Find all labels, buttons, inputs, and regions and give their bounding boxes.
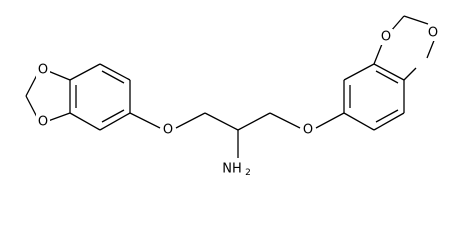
double-bond-inner: [101, 109, 125, 123]
bond: [343, 63, 375, 81]
bond: [403, 67, 417, 81]
bond: [373, 43, 383, 65]
bond: [343, 112, 375, 131]
oxygen-label: O: [303, 123, 313, 138]
bond: [129, 112, 161, 129]
bond: [426, 37, 436, 59]
oxygen-label: O: [428, 26, 438, 41]
bond: [373, 63, 405, 81]
oxygen-label: O: [38, 63, 48, 78]
bond: [47, 70, 71, 81]
oxygen-label: O: [38, 115, 48, 130]
bond: [99, 112, 131, 131]
double-bond-inner: [101, 70, 125, 84]
bond: [390, 15, 405, 32]
bond: [175, 112, 206, 129]
bond: [315, 112, 345, 129]
bond: [47, 112, 71, 122]
amine-group: NH 2: [222, 162, 251, 179]
bond: [69, 63, 101, 81]
propane-linker: [175, 112, 301, 158]
right-benzodioxole: [315, 15, 436, 131]
bond: [204, 112, 239, 131]
amine-subscript: 2: [245, 168, 251, 178]
amine-label: NH: [222, 162, 242, 177]
bond: [269, 112, 301, 129]
oxygen-label: O: [163, 123, 173, 138]
bond: [403, 15, 429, 25]
bond: [69, 112, 101, 131]
chemical-structure: O O O O O O NH 2: [25, 15, 440, 178]
bond: [237, 112, 271, 131]
bond: [99, 63, 131, 81]
atom-labels: O O O O O O NH 2: [36, 25, 440, 178]
bond: [373, 112, 405, 131]
double-bond-inner: [375, 70, 399, 84]
double-bond-inner: [375, 109, 399, 123]
oxygen-label: O: [381, 30, 391, 45]
